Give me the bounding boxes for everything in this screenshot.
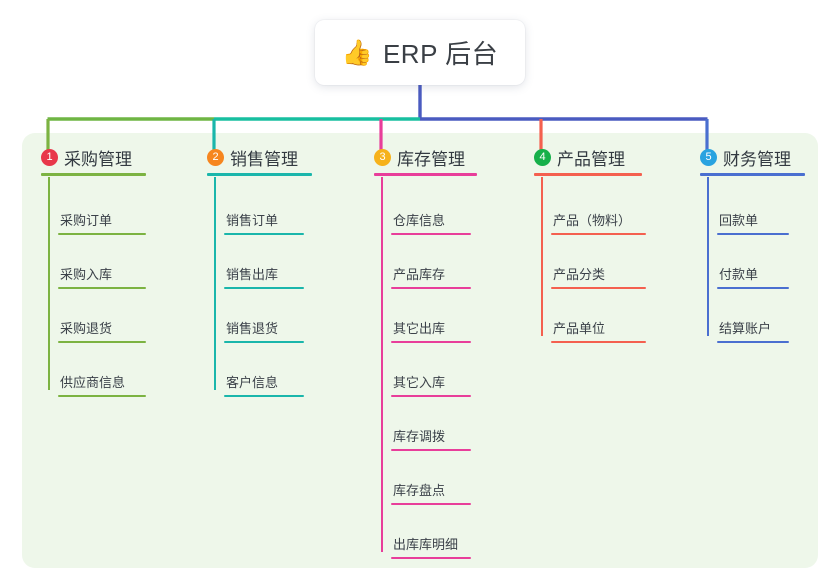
leaf-item[interactable]: 采购退货: [58, 318, 146, 343]
branch-title: 财务管理: [723, 149, 791, 169]
leaf-item-label: 库存盘点: [393, 483, 446, 498]
branch-header[interactable]: 4 产品管理: [534, 146, 642, 169]
branch-column-采购管理: 1 采购管理: [41, 146, 146, 176]
leaf-item-rule: [391, 395, 471, 397]
branch-header[interactable]: 5 财务管理: [700, 146, 805, 169]
branch-column-产品管理: 4 产品管理: [534, 146, 642, 176]
leaf-item[interactable]: 结算账户: [717, 318, 789, 343]
branch-index-badge: 3: [374, 148, 391, 166]
branch-spine: [381, 177, 383, 552]
leaf-item-rule: [58, 341, 146, 343]
branch-title: 库存管理: [397, 149, 465, 169]
branch-spine: [707, 177, 709, 336]
leaf-item[interactable]: 销售订单: [224, 210, 304, 235]
branch-header[interactable]: 1 采购管理: [41, 146, 146, 169]
leaf-item-label: 回款单: [719, 213, 759, 228]
leaf-item-rule: [717, 341, 789, 343]
leaf-item-rule: [551, 341, 646, 343]
leaf-item[interactable]: 产品分类: [551, 264, 646, 289]
branch-header-rule: [41, 173, 146, 176]
branch-column-库存管理: 3 库存管理: [374, 146, 477, 176]
branch-header-rule: [534, 173, 642, 176]
leaf-item-label: 结算账户: [719, 321, 772, 336]
leaf-item[interactable]: 产品单位: [551, 318, 646, 343]
leaf-item-rule: [391, 449, 471, 451]
leaf-item-label: 销售退货: [226, 321, 279, 336]
branch-index-badge: 4: [534, 148, 551, 166]
branch-spine: [214, 177, 216, 390]
leaf-item-label: 采购退货: [60, 321, 113, 336]
branch-column-销售管理: 2 销售管理: [207, 146, 312, 176]
leaf-item-rule: [391, 287, 471, 289]
leaf-item-label: 采购订单: [60, 213, 113, 228]
leaf-item-rule: [58, 395, 146, 397]
thumbs-up-icon: 👍: [341, 38, 373, 67]
leaf-item-rule: [58, 233, 146, 235]
leaf-item-rule: [551, 233, 646, 235]
leaf-item[interactable]: 采购入库: [58, 264, 146, 289]
leaf-item[interactable]: 库存调拨: [391, 426, 471, 451]
branch-title: 销售管理: [230, 149, 298, 169]
leaf-item[interactable]: 仓库信息: [391, 210, 471, 235]
leaf-item[interactable]: 产品库存: [391, 264, 471, 289]
branch-column-财务管理: 5 财务管理: [700, 146, 805, 176]
branch-index-badge: 5: [700, 148, 717, 166]
leaf-item-label: 产品单位: [553, 321, 606, 336]
leaf-item-rule: [391, 341, 471, 343]
leaf-item-label: 客户信息: [226, 375, 279, 390]
leaf-item[interactable]: 销售出库: [224, 264, 304, 289]
leaf-item-label: 其它出库: [393, 321, 446, 336]
leaf-item-label: 库存调拨: [393, 429, 446, 444]
leaf-item-label: 产品库存: [393, 267, 446, 282]
leaf-item-label: 供应商信息: [60, 375, 126, 390]
diagram-panel: [22, 133, 818, 568]
branch-spine: [48, 177, 50, 390]
branch-header-rule: [374, 173, 477, 176]
branch-title: 采购管理: [64, 149, 132, 169]
leaf-item-rule: [58, 287, 146, 289]
leaf-item-label: 产品分类: [553, 267, 606, 282]
leaf-item[interactable]: 其它入库: [391, 372, 471, 397]
leaf-item-rule: [224, 233, 304, 235]
leaf-item[interactable]: 其它出库: [391, 318, 471, 343]
leaf-item[interactable]: 付款单: [717, 264, 789, 289]
leaf-item-rule: [224, 341, 304, 343]
leaf-item[interactable]: 销售退货: [224, 318, 304, 343]
leaf-item[interactable]: 回款单: [717, 210, 789, 235]
leaf-item-label: 销售出库: [226, 267, 279, 282]
leaf-item[interactable]: 采购订单: [58, 210, 146, 235]
leaf-item-label: 销售订单: [226, 213, 279, 228]
branch-header[interactable]: 3 库存管理: [374, 146, 477, 169]
leaf-item-label: 出库库明细: [393, 537, 459, 552]
leaf-item-label: 仓库信息: [393, 213, 446, 228]
leaf-item-rule: [391, 557, 471, 559]
branch-index-badge: 1: [41, 148, 58, 166]
leaf-item-rule: [551, 287, 646, 289]
branch-header[interactable]: 2 销售管理: [207, 146, 312, 169]
leaf-item-rule: [717, 233, 789, 235]
branch-header-rule: [207, 173, 312, 176]
branch-header-rule: [700, 173, 805, 176]
leaf-item-rule: [224, 287, 304, 289]
leaf-item-rule: [717, 287, 789, 289]
root-title-card[interactable]: 👍 ERP 后台: [315, 20, 525, 85]
leaf-item[interactable]: 库存盘点: [391, 480, 471, 505]
leaf-item-label: 其它入库: [393, 375, 446, 390]
branch-index-badge: 2: [207, 148, 224, 166]
leaf-item-label: 产品（物料）: [553, 213, 632, 228]
root-title-inner: 👍 ERP 后台: [342, 34, 498, 71]
leaf-item[interactable]: 供应商信息: [58, 372, 146, 397]
leaf-item[interactable]: 产品（物料）: [551, 210, 646, 235]
branch-title: 产品管理: [557, 149, 625, 169]
page-title: ERP 后台: [382, 39, 499, 69]
branch-spine: [541, 177, 543, 336]
leaf-item[interactable]: 出库库明细: [391, 534, 471, 559]
leaf-item-label: 采购入库: [60, 267, 113, 282]
leaf-item-rule: [391, 233, 471, 235]
leaf-item[interactable]: 客户信息: [224, 372, 304, 397]
leaf-item-label: 付款单: [719, 267, 759, 282]
leaf-item-rule: [224, 395, 304, 397]
leaf-item-rule: [391, 503, 471, 505]
